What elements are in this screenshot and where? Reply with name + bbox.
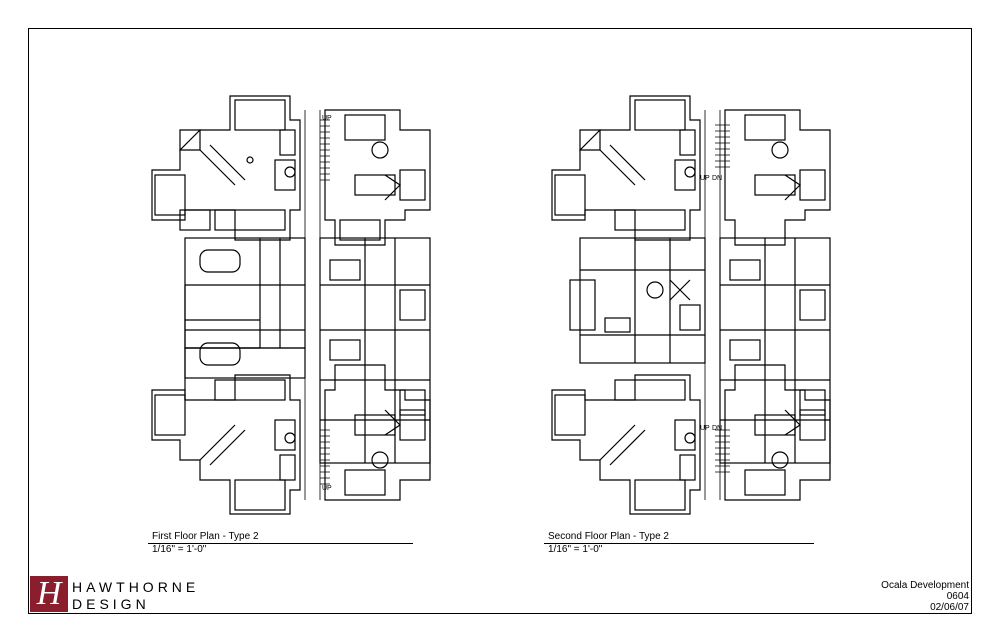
project-name: Ocala Development xyxy=(881,580,969,591)
stair-label-up-bottom: UP xyxy=(700,425,710,432)
hawthorne-logo: H xyxy=(30,576,68,612)
stair-label-up-top: UP xyxy=(322,115,332,122)
stair-label-up-top: UP xyxy=(700,175,710,182)
project-number: 0604 xyxy=(946,591,969,602)
stair-label-dn-top: DN xyxy=(712,175,722,182)
second-floor-plan-scale: 1/16" = 1'-0" xyxy=(548,544,603,555)
second-floor-caption-rule xyxy=(544,543,814,544)
drawing-date: 02/06/07 xyxy=(930,602,969,613)
brand-line-2: DESIGN xyxy=(72,596,150,612)
second-floor-plan: UP DN UP DN xyxy=(551,95,831,515)
first-floor-plan-scale: 1/16" = 1'-0" xyxy=(152,544,207,555)
first-floor-plan-title: First Floor Plan - Type 2 xyxy=(152,531,259,542)
brand-line-1: HAWTHORNE xyxy=(72,579,200,595)
logo-letter: H xyxy=(36,575,62,612)
first-floor-plan: UP UP xyxy=(151,95,431,515)
drawing-border xyxy=(28,28,972,614)
second-floor-plan-title: Second Floor Plan - Type 2 xyxy=(548,531,669,542)
stair-label-up-bottom: UP xyxy=(322,485,332,492)
first-floor-caption-rule xyxy=(148,543,413,544)
stair-label-dn-bottom: DN xyxy=(712,425,722,432)
